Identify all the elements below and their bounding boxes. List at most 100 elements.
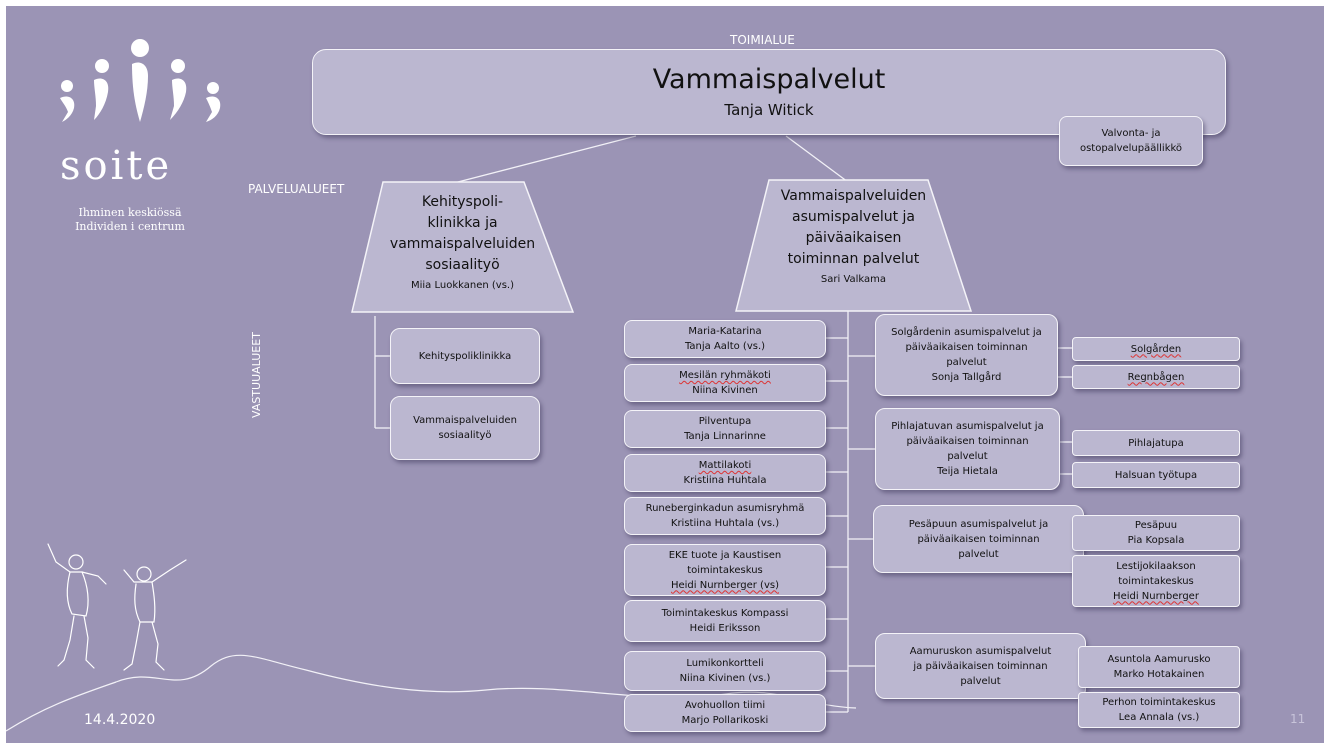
area-title-line: päiväaikaisen (805, 230, 902, 246)
logo-tagline: Ihminen keskiössä Individen i centrum (50, 206, 210, 234)
box-line: päiväaikaisen toiminnan (905, 342, 1028, 353)
box-line: Pesäpuu (1134, 520, 1178, 531)
box-line: Tanja Aalto (vs.) (684, 341, 766, 352)
box-line: Solgårdenin asumispalvelut ja (891, 327, 1042, 338)
vastuualue-eke-tuote: EKE tuote ja Kaustisen toimintakeskus He… (624, 544, 826, 596)
vastuualue-kompassi: Toimintakeskus Kompassi Heidi Eriksson (624, 600, 826, 642)
box-line: Aamuruskon asumispalvelut (909, 645, 1052, 657)
ryhma-pihlajatupa: Pihlajatuvan asumispalvelut ja päiväaika… (875, 408, 1060, 490)
box-line: Pia Kopsala (1127, 535, 1185, 546)
box-line: Lumikonkortteli (686, 658, 764, 669)
yksikko-lestijokilaakso: Lestijokilaakson toimintakeskus Heidi Nu… (1072, 555, 1240, 607)
ryhma-aamurusko: Aamuruskon asumispalvelut ja päiväaikais… (875, 633, 1086, 699)
ryhma-pesapuu: Pesäpuun asumispalvelut ja päiväaikaisen… (873, 505, 1084, 573)
org-chart-connectors (6, 135, 1086, 732)
box-line: Marko Hotakainen (1113, 669, 1205, 680)
page-number: 11 (1290, 712, 1306, 726)
box-line: Mattilakoti (698, 460, 752, 471)
yksikko-halsuan-tyotupa: Halsuan työtupa (1072, 462, 1240, 488)
box-line: Perhon toimintakeskus (1102, 697, 1216, 708)
area-title: Kehityspoli- klinikka ja vammaispalvelui… (352, 192, 573, 276)
box-line: Runeberginkadun asumisryhmä (645, 503, 805, 514)
box-line: Pihlajatupa (1128, 437, 1184, 449)
box-line: Marjo Pollarikoski (681, 715, 769, 726)
area-title-line: Kehityspoli- (421, 194, 504, 210)
box-line: Regnbågen (1127, 371, 1185, 383)
box-line: Pesäpuun asumispalvelut ja (908, 518, 1049, 530)
logo-wordmark: soite (60, 143, 173, 189)
toimialue-head-name: Tanja Witick (724, 101, 814, 119)
box-line: Lea Annala (vs.) (1118, 712, 1200, 723)
area-title-line: klinikka ja (427, 215, 498, 231)
box-line: Kehityspoliklinikka (418, 350, 512, 362)
box-line: EKE tuote ja Kaustisen (668, 549, 782, 561)
logo-tagline-sv: Individen i centrum (75, 220, 185, 233)
vastuualue-runeberginkatu: Runeberginkadun asumisryhmä Kristiina Hu… (624, 497, 826, 535)
vastuualue-kehityspoliklinikka: Kehityspoliklinikka (390, 328, 540, 384)
box-line: toimintakeskus (1118, 575, 1194, 587)
box-line: ostopalvelupäällikkö (1079, 143, 1183, 154)
toimialue-title: Vammaispalvelut (652, 64, 886, 95)
vastuualue-mattilakoti: Mattilakoti Kristiina Huhtala (624, 454, 826, 492)
vastuualue-lumikonkortteli: Lumikonkortteli Niina Kivinen (vs.) (624, 651, 826, 691)
box-line: Sonja Tallgård (931, 372, 1002, 383)
palvelualueet-label: PALVELUALUEET (248, 182, 345, 196)
box-line: Toimintakeskus Kompassi (661, 608, 789, 619)
box-line: päiväaikaisen toiminnan (917, 533, 1040, 545)
box-line: Heidi Nurnberger (vs) (670, 579, 779, 591)
slide-date: 14.4.2020 (84, 712, 156, 728)
box-line: Heidi Eriksson (689, 623, 761, 634)
vastuualue-mesila: Mesilän ryhmäkoti Niina Kivinen (624, 364, 826, 402)
yksikko-solgarden: Solgården (1072, 337, 1240, 361)
area-title-line: asumispalvelut ja (792, 209, 915, 225)
area-head-name: Sari Valkama (820, 274, 887, 285)
vastuualue-pilventupa: Pilventupa Tanja Linnarinne (624, 410, 826, 448)
box-line: palvelut (947, 451, 988, 462)
box-line: Lestijokilaakson (1116, 560, 1196, 572)
area-title-line: sosiaalityö (425, 257, 500, 273)
box-line: Asuntola Aamurusko (1107, 654, 1211, 665)
box-line: Maria-Katarina (688, 326, 762, 337)
yksikko-pesapuu: Pesäpuu Pia Kopsala (1072, 515, 1240, 551)
box-line: Tanja Linnarinne (684, 431, 766, 442)
box-line: Pilventupa (698, 416, 752, 427)
box-line: palvelut (958, 548, 999, 560)
box-line: Solgården (1130, 343, 1182, 355)
dancers-illustration-icon (47, 543, 187, 671)
box-line: palvelut (960, 675, 1001, 687)
vastuualue-sosiaalityo: Vammaispalveluiden sosiaalityö (390, 396, 540, 460)
vastuualueet-label: VASTUUALUEET (250, 332, 263, 418)
box-line: Heidi Nurnberger (1113, 590, 1199, 602)
box-line: Valvonta- ja (1101, 128, 1161, 139)
area-title-line: toiminnan palvelut (787, 251, 920, 267)
area-title-line: Vammaispalveluiden (780, 188, 927, 204)
box-line: toimintakeskus (687, 564, 763, 576)
area-head-name: Miia Luokkanen (vs.) (411, 280, 514, 291)
palvelualue-kehityspoliklinikka: Kehityspoli- klinikka ja vammaispalvelui… (352, 192, 573, 293)
box-line: Avohuollon tiimi (684, 700, 766, 711)
vastuualue-avohuolto: Avohuollon tiimi Marjo Pollarikoski (624, 694, 826, 732)
box-line: Niina Kivinen (692, 385, 758, 396)
soite-logo-people-icon (60, 39, 221, 122)
box-line: ja päiväaikaisen toiminnan (913, 660, 1048, 672)
area-title-line: vammaispalveluiden (389, 236, 536, 252)
box-line: Kristiina Huhtala (vs.) (670, 518, 780, 529)
box-line: päiväaikaisen toiminnan (906, 436, 1029, 447)
box-line: palvelut (946, 357, 987, 368)
palvelualue-asumispalvelut: Vammaispalveluiden asumispalvelut ja päi… (736, 186, 971, 287)
box-line: sosiaalityö (438, 430, 492, 441)
box-line: Vammaispalveluiden (413, 415, 517, 426)
box-line: Pihlajatuvan asumispalvelut ja (891, 421, 1044, 432)
box-line: Niina Kivinen (vs.) (679, 673, 771, 684)
ryhma-solgarden: Solgårdenin asumispalvelut ja päiväaikai… (875, 314, 1058, 396)
vastuualue-maria-katarina: Maria-Katarina Tanja Aalto (vs.) (624, 320, 826, 358)
toimialue-label: TOIMIALUE (730, 33, 795, 47)
box-line: Mesilän ryhmäkoti (679, 370, 771, 381)
box-line: Halsuan työtupa (1114, 469, 1198, 481)
yksikko-regnbagen: Regnbågen (1072, 365, 1240, 389)
box-line: Kristiina Huhtala (683, 475, 767, 486)
logo-tagline-fi: Ihminen keskiössä (78, 206, 182, 219)
org-chart-slide: soite Ihminen keskiössä Individen i cent… (6, 6, 1324, 743)
valvonta-ostopalvelu-box: Valvonta- ja ostopalvelupäällikkö (1059, 116, 1203, 166)
area-title: Vammaispalveluiden asumispalvelut ja päi… (736, 186, 971, 270)
